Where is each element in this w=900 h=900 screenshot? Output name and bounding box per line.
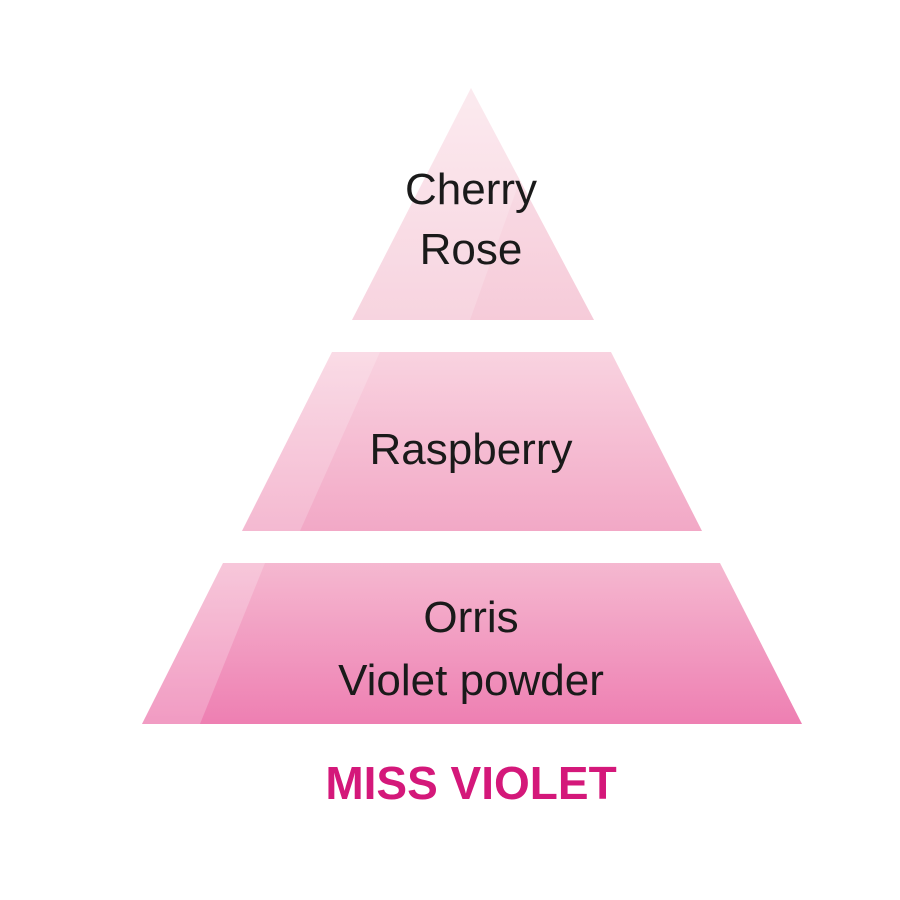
tier-middle: Raspberry [242, 352, 702, 531]
tier-top-highlight [352, 88, 520, 320]
tier-bottom-shape [142, 563, 802, 724]
tier-top: Cherry Rose [352, 88, 594, 320]
product-title: MISS VIOLET [325, 757, 616, 809]
tier-bottom: Orris Violet powder [142, 563, 802, 724]
tier-bottom-line-1: Orris [423, 593, 518, 642]
tier-bottom-line-2: Violet powder [338, 656, 604, 705]
tier-middle-shape [242, 352, 702, 531]
tier-top-line-2: Rose [420, 225, 523, 274]
tier-top-shape [352, 88, 594, 320]
tier-bottom-highlight [142, 563, 265, 724]
tier-middle-line-1: Raspberry [370, 425, 573, 474]
tier-top-line-1: Cherry [405, 165, 537, 214]
tier-middle-highlight [242, 352, 380, 531]
